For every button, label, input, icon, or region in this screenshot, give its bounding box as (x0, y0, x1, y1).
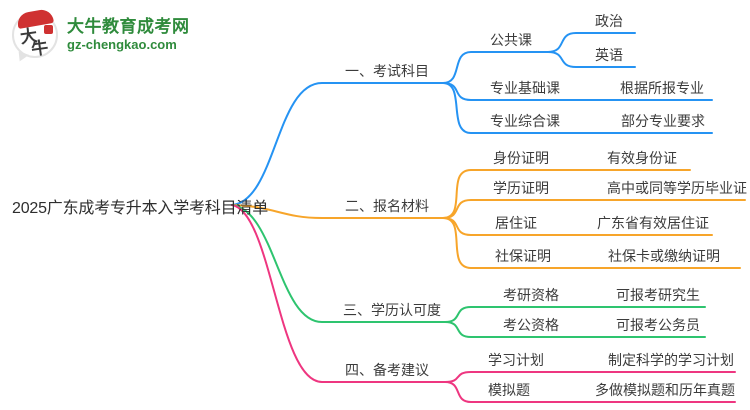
branch-4-label: 四、备考建议 (345, 362, 429, 378)
branch-2-child-2-line (442, 199, 746, 219)
branch-4-child-1-value: 制定科学的学习计划 (608, 352, 734, 368)
branch-2-child-3-label: 居住证 (495, 215, 537, 231)
branch-3-label: 三、学历认可度 (343, 302, 441, 318)
branch-4-child-2-value: 多做模拟题和历年真题 (595, 382, 735, 398)
branch-1-child-1-line (442, 51, 549, 84)
branch-3-child-2-value: 可报考公务员 (616, 317, 700, 333)
branch-1-grandchild-2-line (547, 51, 636, 68)
branch-3-main-line (231, 204, 446, 323)
site-logo: 大 牛 大牛教育成考网 gz-chengkao.com (12, 7, 190, 64)
branch-3-child-2-label: 考公资格 (503, 317, 559, 333)
branch-4-main-line (231, 204, 446, 383)
branch-2-child-2-label: 学历证明 (493, 180, 549, 196)
branch-1-grandchild-1-label: 政治 (595, 13, 623, 29)
branch-4-child-2-line (444, 381, 736, 403)
branch-1-child-1-label: 公共课 (490, 32, 532, 48)
branch-1-grandchild-1-line (547, 32, 636, 53)
branch-2-child-3-value: 广东省有效居住证 (597, 215, 709, 231)
branch-4-child-2-label: 模拟题 (488, 382, 530, 398)
site-logo-text: 大牛教育成考网 gz-chengkao.com (67, 17, 190, 53)
branch-4-child-1-label: 学习计划 (488, 352, 544, 368)
logo-badge-char-2: 牛 (30, 37, 50, 60)
site-name: 大牛教育成考网 (67, 17, 190, 36)
branch-1-main-line (231, 82, 444, 206)
branch-2-child-2-value: 高中或同等学历毕业证 (607, 180, 747, 196)
branch-2-main-line (231, 204, 444, 219)
branch-3-child-2-line (444, 321, 706, 338)
branch-1-child-2-value: 根据所报专业 (620, 80, 704, 96)
branch-1-child-3-value: 部分专业要求 (621, 113, 705, 129)
branch-3-child-1-value: 可报考研究生 (616, 287, 700, 303)
branch-2-child-4-line (442, 217, 741, 269)
branch-1-child-3-line (442, 82, 713, 134)
branch-2-label: 二、报名材料 (345, 198, 429, 214)
root-node-title: 2025广东成考专升本入学考科目清单 (12, 200, 268, 217)
site-logo-icon: 大 牛 (12, 7, 58, 64)
branch-2-child-4-value: 社保卡或缴纳证明 (608, 248, 720, 264)
logo-red-seal (44, 25, 53, 34)
branch-3-child-1-label: 考研资格 (503, 287, 559, 303)
branch-2-child-4-label: 社保证明 (495, 248, 551, 264)
branch-2-child-1-value: 有效身份证 (607, 150, 677, 166)
branch-2-child-1-label: 身份证明 (493, 150, 549, 166)
branch-1-child-3-label: 专业综合课 (490, 113, 560, 129)
branch-1-child-2-label: 专业基础课 (490, 80, 560, 96)
branch-1-label: 一、考试科目 (345, 63, 429, 79)
site-url: gz-chengkao.com (67, 37, 177, 52)
branch-1-grandchild-2-label: 英语 (595, 47, 623, 63)
